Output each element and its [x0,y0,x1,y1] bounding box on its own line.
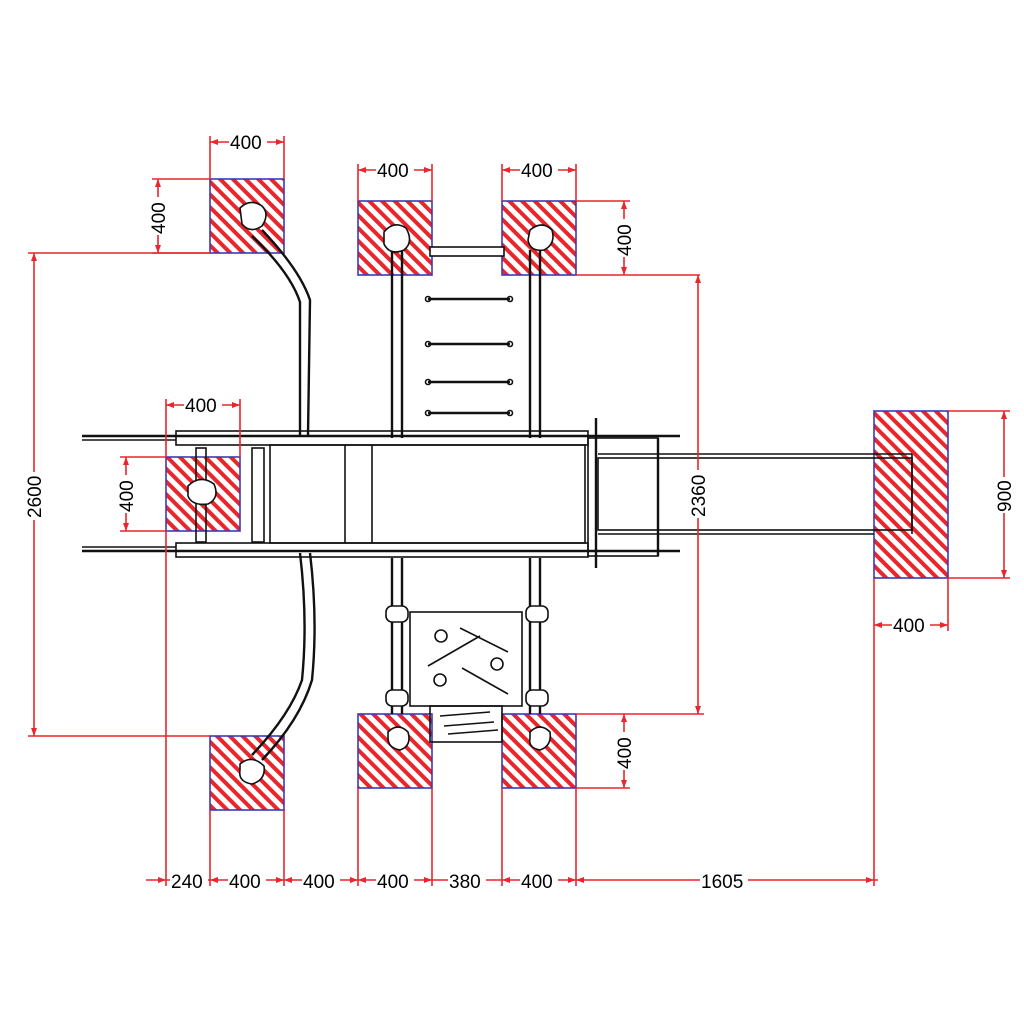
dim-bottom-380: 380 [449,872,481,893]
dimension-labels: 400 400 400 400 400 2600 2360 400 400 90… [23,131,1016,893]
dim-bottom-400-b: 400 [303,872,335,893]
ladder [390,246,542,438]
climbing-holds [187,201,554,785]
footing-bottom-center-left [357,713,433,789]
dim-top-left-width: 400 [230,133,262,154]
dim-middle-height: 400 [117,480,138,512]
footing-bottom-center-right [501,713,577,789]
dim-bottom-right-height: 400 [615,737,636,769]
playground-structure [82,201,913,785]
footing-slide-end [873,410,949,579]
dim-middle-width: 400 [185,396,217,417]
dim-overall-height: 2600 [25,476,46,518]
dim-platform-depth: 2360 [689,475,710,517]
dim-bottom-240: 240 [171,872,203,893]
dim-top-center-left-width: 400 [377,161,409,182]
dim-bottom-400-a: 400 [229,872,261,893]
dim-bottom-400-c: 400 [377,872,409,893]
dim-bottom-1605: 1605 [701,872,743,893]
dim-slide-end-height: 900 [995,480,1016,512]
dim-bottom-400-d: 400 [521,872,553,893]
dim-top-center-right-width: 400 [521,161,553,182]
slide [587,418,913,568]
dim-top-left-height: 400 [149,202,170,234]
climbing-wall [385,558,549,743]
footings [165,178,949,811]
dim-slide-end-width: 400 [893,616,925,637]
dim-top-right-height: 400 [615,224,636,256]
climbing-bars [251,229,316,761]
